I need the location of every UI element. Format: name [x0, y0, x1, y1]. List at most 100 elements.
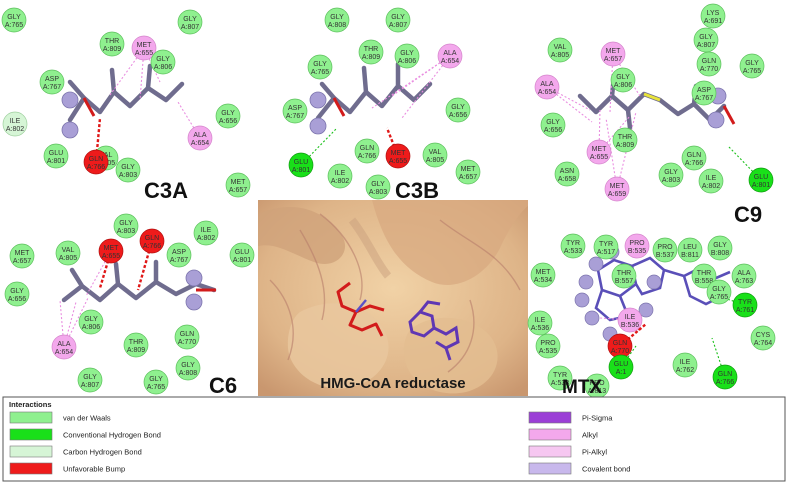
interaction-line-bump: [136, 240, 154, 291]
residue-name: MET: [592, 146, 608, 153]
ligand-c3b-oxygen: [332, 97, 346, 117]
legend-swatch: [528, 411, 572, 424]
residue-name: GLU: [49, 150, 63, 157]
residue-disc: [51, 334, 77, 360]
residue-disc: [527, 310, 553, 336]
residue-name: GLY: [313, 61, 327, 68]
residue-disc: [652, 237, 678, 263]
residue-name: TYR: [599, 241, 613, 248]
residue-name: GLY: [221, 110, 235, 117]
residue-name: GLY: [745, 60, 759, 67]
panel-label-c9: C9: [734, 202, 762, 227]
residue-number: A:691: [704, 18, 722, 25]
residue-number: A:534: [534, 277, 552, 284]
legend-swatch: [528, 462, 572, 475]
residue-number: A:765: [710, 294, 728, 301]
residue-number: A:803: [119, 172, 137, 179]
residue-disc: [672, 352, 698, 378]
residue-name: GLY: [713, 242, 727, 249]
residue-number: A:801: [233, 257, 251, 264]
residue-number: A:809: [103, 46, 121, 53]
residue-number: B:558: [695, 278, 713, 285]
residue-number: A:762: [676, 367, 694, 374]
residue-name: ILE: [10, 118, 21, 125]
residue-number: A:655: [389, 158, 407, 165]
residue-name: VAL: [554, 44, 567, 51]
residue-disc: [610, 67, 636, 93]
residue-disc: [83, 149, 109, 175]
ligand-atom: [61, 91, 79, 109]
residue-name: MET: [137, 42, 153, 49]
residue-name: TYR: [566, 240, 580, 247]
ligand-c9-oxygen: [722, 105, 736, 125]
legend-item-vdw: van der Waals: [9, 411, 111, 424]
residue-disc: [445, 97, 471, 123]
surface-lobe: [258, 206, 346, 264]
interaction-line-alkyl: [598, 109, 601, 153]
residue-number: A:808: [328, 22, 346, 29]
residue-disc: [4, 281, 30, 307]
residue-disc: [358, 39, 384, 65]
residue-number: A:813: [588, 388, 606, 395]
residue-number: A:654: [441, 58, 459, 65]
residue-number: A:806: [154, 64, 172, 71]
red-ligand-stick: [336, 281, 385, 337]
ligand-atom: [185, 293, 203, 311]
residue-disc: [600, 41, 626, 67]
residue-name: GLY: [400, 50, 414, 57]
purple-ligand-stick: [408, 300, 460, 361]
residue-name: THR: [618, 134, 632, 141]
residue-name: MET: [15, 250, 31, 257]
panel-label-mtx: MTX: [562, 377, 602, 398]
residue-disc: [77, 367, 103, 393]
residue-name: GLU: [235, 249, 249, 256]
residue-number: A:801: [47, 158, 65, 165]
residue-number: A:807: [389, 22, 407, 29]
residue-name: PRO: [540, 340, 556, 347]
panel-label-c6: C6: [209, 373, 237, 398]
residue-name: GLN: [718, 371, 732, 378]
residue-name: GLY: [121, 164, 135, 171]
residue-disc: [193, 220, 219, 246]
legend-swatch: [9, 428, 53, 441]
residue-number: A:656: [449, 112, 467, 119]
residue-disc: [712, 364, 738, 390]
ligand-atom: [574, 292, 590, 308]
residue-disc: [43, 143, 69, 169]
legend-swatch: [528, 428, 572, 441]
residue-disc: [608, 354, 634, 380]
residue-number: A:770: [611, 348, 629, 355]
legend-title: Interactions: [9, 400, 52, 409]
legend-label: Carbon Hydrogen Bond: [63, 448, 142, 457]
residue-disc: [624, 233, 650, 259]
residue-name: MET: [231, 179, 247, 186]
legend-swatch: [9, 462, 53, 475]
